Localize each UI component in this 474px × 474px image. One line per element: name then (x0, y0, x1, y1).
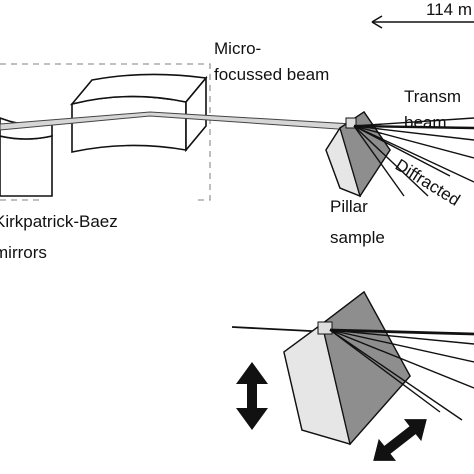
transmitted-label-line1: Transm (404, 87, 461, 106)
distance-indicator: 114 m (371, 0, 474, 29)
pillar-sample-top (325, 110, 391, 198)
transmitted-label-line2: beam (404, 113, 447, 132)
pillar-label-line1: Pillar (330, 197, 368, 216)
distance-label: 114 m (426, 0, 472, 19)
pillar-tip (345, 117, 357, 129)
pillar-sample-detail (283, 290, 411, 446)
vertical-translation-arrow (236, 362, 268, 430)
kb-label-line1: Kirkpatrick-Baez (0, 212, 118, 231)
diagonal-translation-arrow (373, 419, 427, 461)
mirror-enclosure-box (0, 63, 211, 201)
distance-arrowhead (371, 15, 383, 29)
kb-mirror-lower (0, 117, 53, 197)
beam-label-line1: Micro- (214, 39, 261, 58)
kb-mirror-upper (69, 73, 208, 153)
scattered-beams-detail (329, 328, 474, 421)
beam-label-line2: focussed beam (214, 65, 329, 84)
scattered-beams-top (353, 117, 474, 197)
pillar-tip-detail (317, 321, 333, 335)
diffracted-label: Diffracted (392, 155, 464, 210)
kb-label-line2: mirrors (0, 243, 47, 262)
transmitted-beam-ray (353, 124, 474, 130)
pillar-label-line2: sample (330, 228, 385, 247)
transmitted-beam-ray-detail (329, 328, 474, 336)
